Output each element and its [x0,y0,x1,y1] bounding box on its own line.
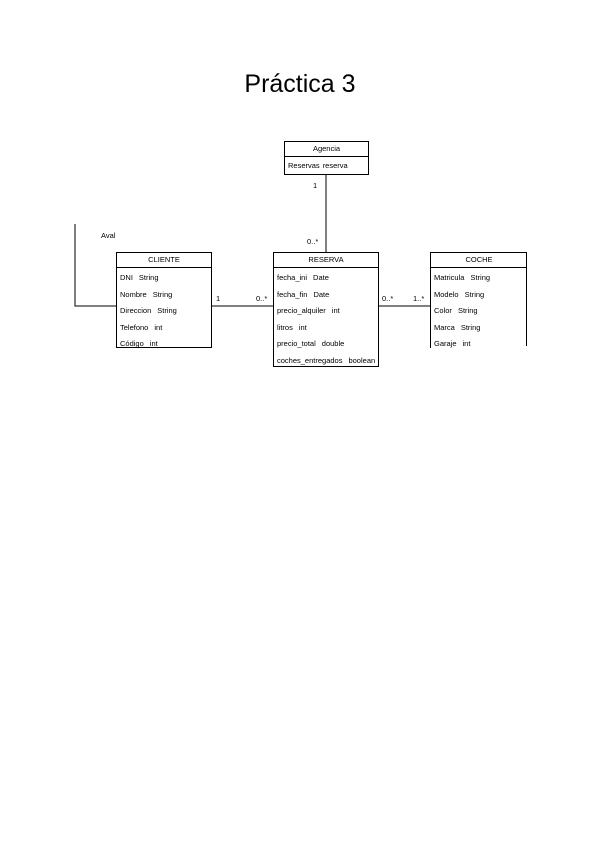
multiplicity-reserva-coche-end: 0..* [382,294,394,303]
class-coche-name: COCHE [431,253,527,268]
multiplicity-reserva-agencia-end: 0..* [307,237,319,246]
class-agencia-name: Agencia [285,142,368,157]
class-coche-right-edge [526,252,527,346]
aval-label: Aval [101,231,116,240]
aval-association-line [74,224,116,307]
class-cliente-name: CLIENTE [117,253,211,268]
page-title: Práctica 3 [244,70,356,98]
multiplicity-reserva-cliente-end: 0..* [256,294,268,303]
class-reserva-name: RESERVA [274,253,378,268]
multiplicity-agencia-end: 1 [313,181,318,190]
multiplicity-coche-end: 1..* [413,294,425,303]
multiplicity-cliente-end: 1 [216,294,221,303]
